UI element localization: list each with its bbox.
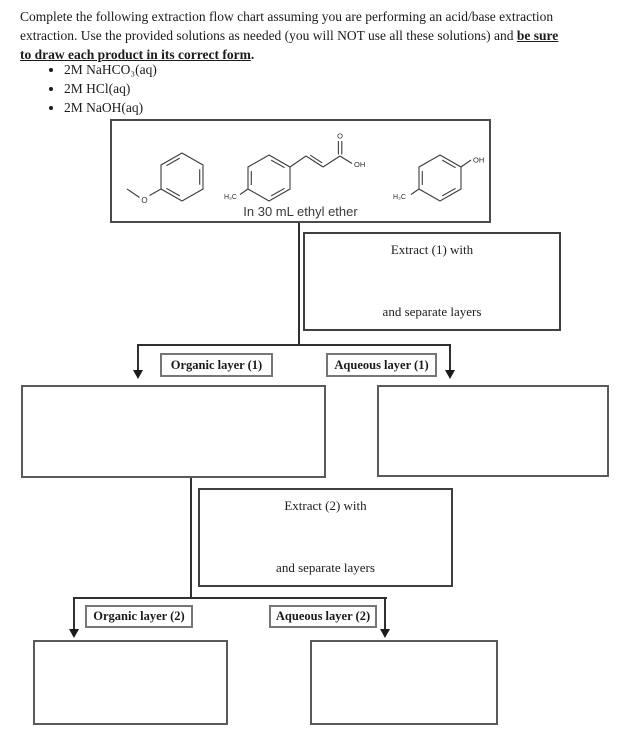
methyl-label: H₃C	[224, 194, 237, 201]
extract2-box[interactable]: Extract (2) with and separate layers	[198, 488, 453, 587]
arrow-down-aqueous2	[380, 629, 390, 638]
mixture-structure-box: O H₃C O OH OH	[110, 119, 491, 223]
arrow-down-aqueous1	[445, 370, 455, 379]
solution-item: 2M HCl(aq)	[64, 79, 157, 98]
solution-item: 2M NaHCO₃(aq)	[64, 60, 157, 79]
organic-layer1-text: Organic layer (1)	[170, 357, 263, 372]
aqueous-layer2-text: Aqueous layer (2)	[275, 609, 371, 623]
mixture-caption: In 30 mL ethyl ether	[243, 204, 358, 219]
anisole-oxygen-label: O	[141, 196, 147, 205]
extract2-text: Extract (2) with	[284, 498, 367, 513]
instructions-period: .	[250, 47, 255, 62]
aqueous-layer1-text: Aqueous layer (1)	[334, 357, 429, 372]
cresol-structure: OH H₃C	[393, 154, 484, 202]
instructions-emphasis: be sure to draw each product in its corr…	[20, 28, 559, 62]
branch1-right-drop	[449, 344, 451, 371]
extract2-separate-text: and separate layers	[276, 560, 375, 575]
branch2-horizontal-line	[73, 597, 387, 599]
extract1-text: Extract (1) with	[390, 242, 474, 257]
aqueous-layer1-answer-box[interactable]	[377, 385, 609, 477]
hydroxyl-label: OH	[473, 156, 484, 165]
branch1-horizontal-line	[137, 344, 451, 346]
extract1-box[interactable]: Extract (1) with and separate layers	[303, 232, 561, 331]
branch1-left-drop	[137, 344, 139, 371]
organic-layer1-label: Organic layer (1)	[160, 353, 273, 377]
instructions-text: Complete the following extraction flow c…	[20, 7, 572, 64]
aqueous-layer2-answer-box[interactable]	[310, 640, 498, 725]
arrow-down-organic2	[69, 629, 79, 638]
connector-organic1-to-branch2	[190, 478, 192, 599]
organic-layer1-answer-box[interactable]	[21, 385, 326, 478]
organic-layer2-answer-box[interactable]	[33, 640, 228, 725]
aqueous-layer2-label: Aqueous layer (2)	[269, 605, 377, 628]
organic-layer2-label: Organic layer (2)	[85, 605, 193, 628]
branch2-left-drop	[73, 597, 75, 630]
methylcinnamic-acid-structure: H₃C O OH	[224, 132, 365, 202]
solution-item: 2M NaOH(aq)	[64, 98, 157, 117]
solutions-list: 2M NaHCO₃(aq) 2M HCl(aq) 2M NaOH(aq)	[24, 60, 157, 117]
instructions-normal: Complete the following extraction flow c…	[20, 9, 554, 43]
aqueous-layer1-label: Aqueous layer (1)	[326, 353, 437, 377]
connector-mixture-to-branch1	[298, 223, 300, 346]
organic-layer2-text: Organic layer (2)	[93, 609, 185, 623]
carbonyl-oxygen-label: O	[337, 132, 343, 141]
extract1-separate-text: and separate layers	[382, 304, 482, 319]
methyl-label: H₃C	[393, 194, 406, 201]
branch2-right-drop	[384, 597, 386, 630]
arrow-down-organic1	[133, 370, 143, 379]
hydroxyl-label: OH	[354, 160, 365, 169]
anisole-structure: O	[126, 152, 204, 205]
